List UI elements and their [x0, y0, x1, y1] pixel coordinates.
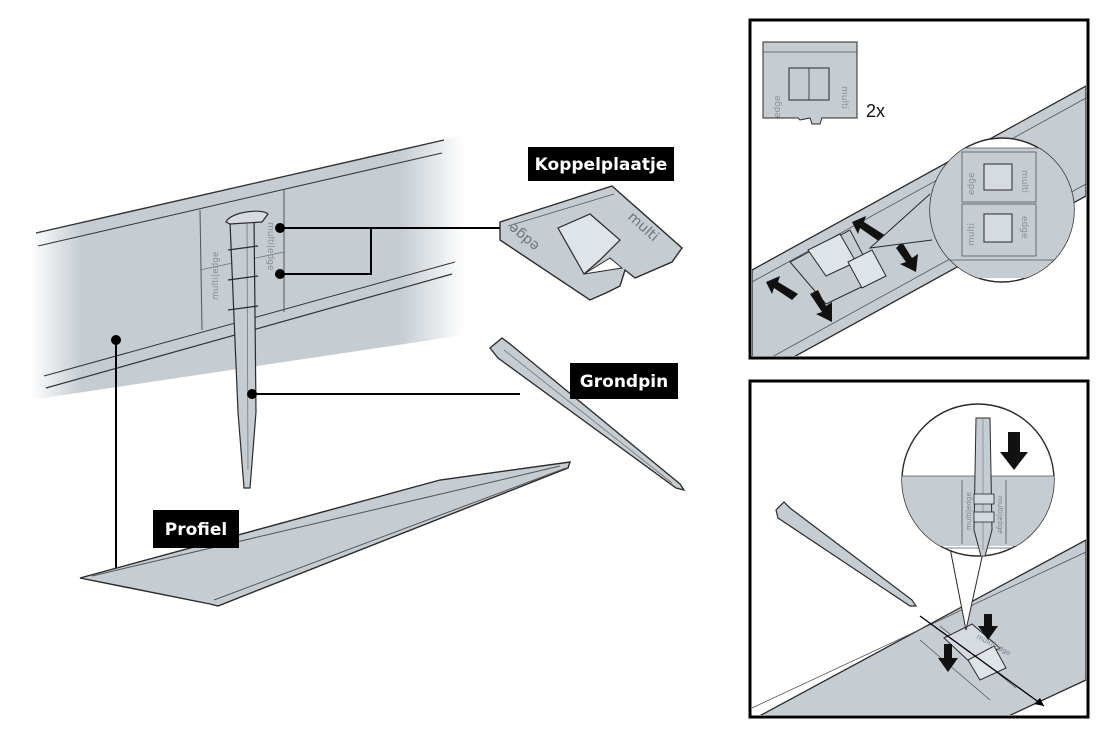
label-profiel-text: Profiel [165, 520, 227, 540]
arrow-down-icon [978, 614, 998, 640]
icon-stamp-edge: edge [773, 95, 783, 118]
arrow-down-icon [1000, 432, 1028, 470]
zoom-stamp-multi-b: multi [967, 223, 977, 246]
label-koppelplaatje: Koppelplaatje [528, 147, 674, 181]
step-panel-coupling: edge multi multi edge edge multi 2x [748, 18, 1090, 360]
quantity-label: 2x [866, 101, 885, 121]
zoom-stamp-edge: edge [967, 172, 977, 195]
arrow-down-right-icon [896, 242, 918, 272]
step-panel-pin: multi|edge multi|edge mult [748, 379, 1090, 719]
label-koppelplaatje-text: Koppelplaatje [535, 155, 668, 175]
arrow-up-left-icon [766, 276, 798, 300]
callout-dot [275, 223, 285, 233]
pin-zoom-stamp-right: multi|edge [996, 496, 1004, 534]
arrow-down-icon [938, 644, 958, 672]
icon-stamp-multi: multi [839, 86, 849, 109]
zoom-stamp-multi: multi [1019, 170, 1029, 193]
ground-pin-inserted [225, 210, 269, 489]
zoom-stamp-edge-b: edge [1019, 216, 1029, 239]
callout-lines [111, 223, 520, 570]
callout-dot [275, 269, 285, 279]
pin-zoom-stamp-left: multi|edge [965, 492, 973, 530]
label-grondpin-text: Grondpin [580, 372, 668, 392]
label-profiel: Profiel [153, 510, 239, 548]
arrow-down-right-icon [810, 290, 832, 322]
arrow-up-left-icon [852, 216, 886, 242]
ground-pin-loose [489, 337, 686, 492]
stamp-multiedge-left: multi|edge [211, 251, 221, 300]
coupling-plate-icon: edge multi [762, 41, 858, 125]
label-grondpin: Grondpin [570, 363, 678, 399]
callout-dot [247, 389, 257, 399]
stamp-multiedge-right: multi|edge [265, 222, 275, 271]
profile-flat [79, 461, 572, 607]
callout-dot [111, 335, 121, 345]
coupling-plate: multi edge [499, 185, 683, 301]
